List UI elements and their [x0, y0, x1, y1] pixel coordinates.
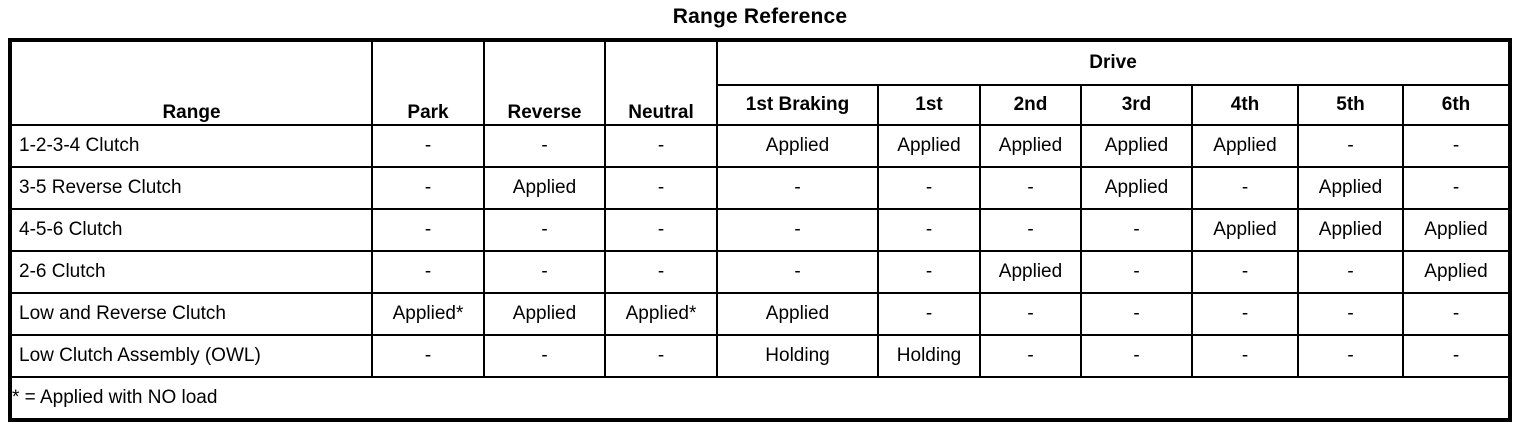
table-cell: -: [1191, 250, 1299, 294]
table-cell: -: [1402, 292, 1511, 336]
row-label: Low and Reverse Clutch: [9, 292, 373, 336]
table-cell: -: [604, 250, 718, 294]
table-cell: -: [1080, 208, 1193, 252]
column-header-4th: 4th: [1191, 84, 1299, 126]
table-cell: -: [1402, 166, 1511, 210]
table-cell: Applied: [877, 124, 981, 168]
table-cell: -: [483, 250, 606, 294]
table-cell: Applied*: [604, 292, 718, 336]
table-cell: Applied: [483, 292, 606, 336]
table-cell: -: [979, 292, 1082, 336]
table-cell: -: [1191, 334, 1299, 378]
table-cell: Applied: [979, 250, 1082, 294]
table-cell: Applied: [1402, 250, 1511, 294]
table-cell: -: [371, 166, 485, 210]
column-group-header-drive: Drive: [716, 39, 1511, 86]
range-reference-table: Range Park Reverse Neutral Drive 1st Bra…: [8, 38, 1512, 422]
table-cell: Applied*: [371, 292, 485, 336]
table-cell: -: [877, 166, 981, 210]
column-header-range: Range: [9, 39, 373, 126]
table-cell: -: [483, 334, 606, 378]
table-cell: -: [877, 292, 981, 336]
table-cell: Holding: [877, 334, 981, 378]
table-cell: Applied: [1402, 208, 1511, 252]
column-header-2nd: 2nd: [979, 84, 1082, 126]
table-cell: Applied: [1297, 208, 1404, 252]
table-cell: -: [979, 166, 1082, 210]
row-label: 4-5-6 Clutch: [9, 208, 373, 252]
table-cell: -: [1080, 250, 1193, 294]
table-cell: -: [877, 208, 981, 252]
table-cell: Applied: [1191, 124, 1299, 168]
column-header-5th: 5th: [1297, 84, 1404, 126]
header-row-drive-subcolumns: 1st Braking 1st 2nd 3rd 4th 5th 6th: [10, 84, 1511, 126]
table-cell: -: [1402, 334, 1511, 378]
table-cell: Holding: [716, 334, 879, 378]
table-cell: -: [716, 166, 879, 210]
table-cell: -: [371, 334, 485, 378]
table-cell: -: [1191, 166, 1299, 210]
table-row: 2-6 Clutch-----Applied---Applied: [9, 250, 1511, 294]
table-cell: -: [1297, 124, 1404, 168]
column-header-park: Park: [371, 39, 485, 126]
column-header-neutral: Neutral: [604, 39, 718, 126]
table-cell: Applied: [716, 292, 879, 336]
table-cell: -: [877, 250, 981, 294]
table-cell: -: [371, 250, 485, 294]
table-cell: -: [979, 208, 1082, 252]
table-cell: Applied: [1080, 124, 1193, 168]
table-cell: -: [1297, 292, 1404, 336]
table-cell: -: [371, 124, 485, 168]
table-header: Range Park Reverse Neutral Drive 1st Bra…: [9, 39, 1511, 126]
table-cell: -: [716, 208, 879, 252]
footnote: * = Applied with NO load: [9, 376, 1511, 421]
table-cell: -: [979, 334, 1082, 378]
row-label: 3-5 Reverse Clutch: [9, 166, 373, 210]
row-label: 1-2-3-4 Clutch: [9, 124, 373, 168]
column-header-1st: 1st: [877, 84, 981, 126]
table-cell: -: [1402, 124, 1511, 168]
table-cell: -: [604, 208, 718, 252]
footnote-row: * = Applied with NO load: [9, 376, 1511, 421]
table-cell: -: [1297, 250, 1404, 294]
table-row: 3-5 Reverse Clutch-Applied----Applied-Ap…: [9, 166, 1511, 210]
table-cell: -: [604, 166, 718, 210]
table-cell: -: [716, 250, 879, 294]
table-cell: Applied: [1191, 208, 1299, 252]
row-label: Low Clutch Assembly (OWL): [9, 334, 373, 378]
page-title: Range Reference: [672, 5, 848, 28]
table-cell: -: [483, 208, 606, 252]
column-header-reverse: Reverse: [483, 39, 606, 126]
table-cell: Applied: [716, 124, 879, 168]
column-header-6th: 6th: [1402, 84, 1511, 126]
table-cell: -: [1191, 292, 1299, 336]
table-cell: -: [371, 208, 485, 252]
table-cell: Applied: [483, 166, 606, 210]
header-row-group: Range Park Reverse Neutral Drive: [9, 39, 1511, 126]
table-cell: -: [1080, 292, 1193, 336]
table-cell: -: [483, 124, 606, 168]
column-header-1st-braking: 1st Braking: [716, 84, 879, 126]
table-cell: Applied: [1297, 166, 1404, 210]
table-cell: -: [1297, 334, 1404, 378]
table-footer: * = Applied with NO load: [9, 376, 1511, 421]
table-cell: -: [604, 334, 718, 378]
column-header-3rd: 3rd: [1080, 84, 1193, 126]
table-cell: -: [1080, 334, 1193, 378]
table-cell: Applied: [979, 124, 1082, 168]
table-cell: -: [604, 124, 718, 168]
table-cell: Applied: [1080, 166, 1193, 210]
row-label: 2-6 Clutch: [9, 250, 373, 294]
